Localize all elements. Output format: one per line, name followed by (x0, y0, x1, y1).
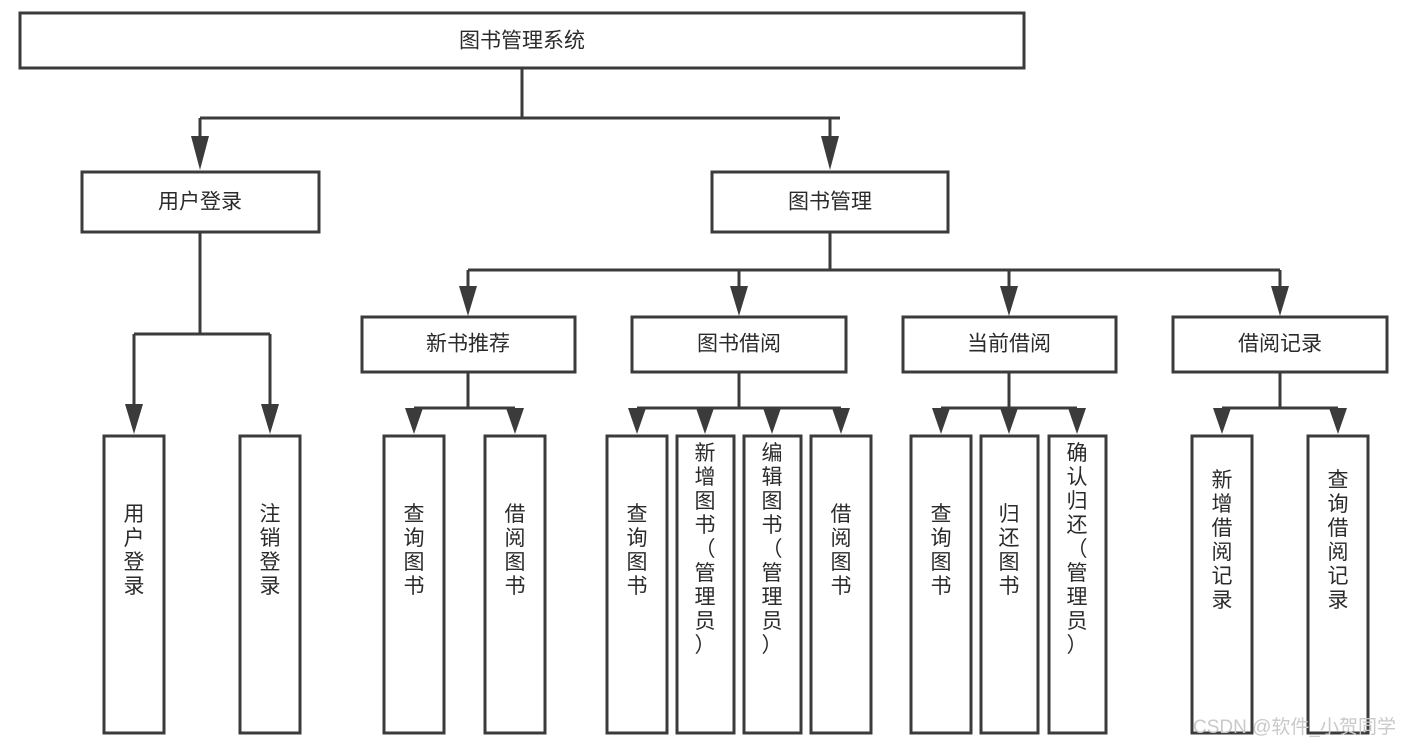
node-leaf-logout-login-box[interactable] (238, 434, 302, 735)
node-leaf-query-record-label: 查询借阅记录 (1328, 469, 1349, 612)
arrowhead-book-borrow (730, 286, 748, 316)
arrowhead-leaf-borrow-book-1 (506, 408, 524, 434)
node-leaf-return-book-box[interactable] (979, 434, 1040, 735)
node-leaf-query-book-2[interactable]: 查询图书 (605, 434, 669, 735)
csdn-watermark: CSDN @软件_小贺同学 (1193, 716, 1396, 738)
node-leaf-add-book-box[interactable] (675, 434, 736, 735)
arrowhead-leaf-borrow-book-2 (832, 408, 850, 434)
arrowhead-leaf-query-book-3 (932, 408, 950, 434)
node-leaf-edit-book-label: 编辑图书（管理员） (762, 442, 783, 657)
connector-group-borrow-record (1213, 372, 1347, 434)
node-user-login[interactable]: 用户登录 (80, 170, 321, 234)
connector-group-root (191, 68, 840, 170)
node-leaf-add-book[interactable]: 新增图书（管理员） (675, 434, 736, 735)
node-book-borrow-label: 图书借阅 (697, 333, 781, 356)
connector-group-current-borrow (932, 372, 1086, 434)
node-leaf-query-book-1-label: 查询图书 (404, 503, 425, 598)
node-book-management-box[interactable] (710, 170, 950, 234)
node-leaf-borrow-book-1-label: 借阅图书 (505, 503, 526, 598)
node-leaf-query-book-3-box[interactable] (909, 434, 973, 735)
node-leaf-query-book-2-box[interactable] (605, 434, 669, 735)
arrowhead-borrow-record (1271, 286, 1289, 316)
node-book-management-label: 图书管理 (788, 191, 872, 214)
connector-group-new-book-recommend (405, 372, 524, 434)
node-user-login-label: 用户登录 (158, 191, 242, 214)
node-root-box[interactable] (18, 11, 1026, 70)
node-leaf-add-record-box[interactable] (1190, 434, 1254, 735)
node-leaf-borrow-book-1-box[interactable] (483, 434, 547, 735)
node-leaf-query-record-box[interactable] (1306, 434, 1370, 735)
arrowhead-leaf-query-record (1329, 408, 1347, 434)
arrowhead-leaf-return-book (1000, 408, 1018, 434)
node-root[interactable]: 图书管理系统 (18, 11, 1026, 70)
arrowhead-leaf-add-record (1213, 408, 1231, 434)
node-leaf-query-record[interactable]: 查询借阅记录 (1306, 434, 1370, 735)
node-current-borrow-label: 当前借阅 (967, 333, 1051, 356)
node-leaf-confirm-return-label: 确认归还（管理员） (1067, 442, 1088, 657)
arrowhead-leaf-user-login (125, 404, 143, 434)
node-leaf-logout-login[interactable]: 注销登录 (238, 434, 302, 735)
arrowhead-current-borrow (1000, 286, 1018, 316)
node-leaf-query-book-3[interactable]: 查询图书 (909, 434, 973, 735)
arrowhead-leaf-logout-login (261, 404, 279, 434)
node-leaf-add-book-label: 新增图书（管理员） (695, 442, 716, 657)
connector-group-book-management (459, 232, 1289, 316)
node-borrow-record-label: 借阅记录 (1238, 333, 1322, 356)
node-leaf-borrow-book-2-box[interactable] (809, 434, 873, 735)
node-leaf-user-login-label: 用户登录 (124, 503, 145, 598)
node-leaf-borrow-book-2-label: 借阅图书 (831, 503, 852, 598)
node-leaf-query-book-3-label: 查询图书 (931, 503, 952, 598)
node-user-login-box[interactable] (80, 170, 321, 234)
node-leaf-query-book-1-box[interactable] (382, 434, 446, 735)
node-leaf-edit-book[interactable]: 编辑图书（管理员） (742, 434, 803, 735)
node-leaf-user-login[interactable]: 用户登录 (102, 434, 166, 735)
node-leaf-return-book[interactable]: 归还图书 (979, 434, 1040, 735)
node-leaf-logout-login-label: 注销登录 (260, 503, 281, 598)
node-borrow-record-box[interactable] (1171, 315, 1389, 374)
node-leaf-edit-book-box[interactable] (742, 434, 803, 735)
node-new-book-recommend[interactable]: 新书推荐 (360, 315, 577, 374)
node-leaf-query-book-1[interactable]: 查询图书 (382, 434, 446, 735)
arrowhead-leaf-edit-book (763, 408, 781, 434)
node-leaf-borrow-book-2[interactable]: 借阅图书 (809, 434, 873, 735)
connector-group-user-login (125, 232, 279, 434)
node-new-book-recommend-box[interactable] (360, 315, 577, 374)
arrowhead-book-management (821, 136, 839, 170)
node-leaf-query-book-2-label: 查询图书 (627, 503, 648, 598)
node-current-borrow[interactable]: 当前借阅 (901, 315, 1118, 374)
node-leaf-add-record-label: 新增借阅记录 (1212, 469, 1233, 612)
node-book-management[interactable]: 图书管理 (710, 170, 950, 234)
arrowhead-user-login (191, 136, 209, 170)
connector-group-book-borrow (628, 372, 850, 434)
arrowhead-leaf-confirm-return (1068, 408, 1086, 434)
node-current-borrow-box[interactable] (901, 315, 1118, 374)
arrowhead-new-book-recommend (459, 286, 477, 316)
node-leaf-add-record[interactable]: 新增借阅记录 (1190, 434, 1254, 735)
node-leaf-confirm-return-box[interactable] (1047, 434, 1108, 735)
node-leaf-confirm-return[interactable]: 确认归还（管理员） (1047, 434, 1108, 735)
node-root-label: 图书管理系统 (459, 30, 585, 53)
arrowhead-leaf-query-book-2 (628, 408, 646, 434)
node-borrow-record[interactable]: 借阅记录 (1171, 315, 1389, 374)
node-book-borrow-box[interactable] (630, 315, 848, 374)
node-new-book-recommend-label: 新书推荐 (426, 333, 510, 356)
node-leaf-user-login-box[interactable] (102, 434, 166, 735)
node-book-borrow[interactable]: 图书借阅 (630, 315, 848, 374)
arrowhead-leaf-add-book (696, 408, 714, 434)
node-leaf-borrow-book-1[interactable]: 借阅图书 (483, 434, 547, 735)
arrowhead-leaf-query-book-1 (405, 408, 423, 434)
node-leaf-return-book-label: 归还图书 (999, 503, 1020, 598)
